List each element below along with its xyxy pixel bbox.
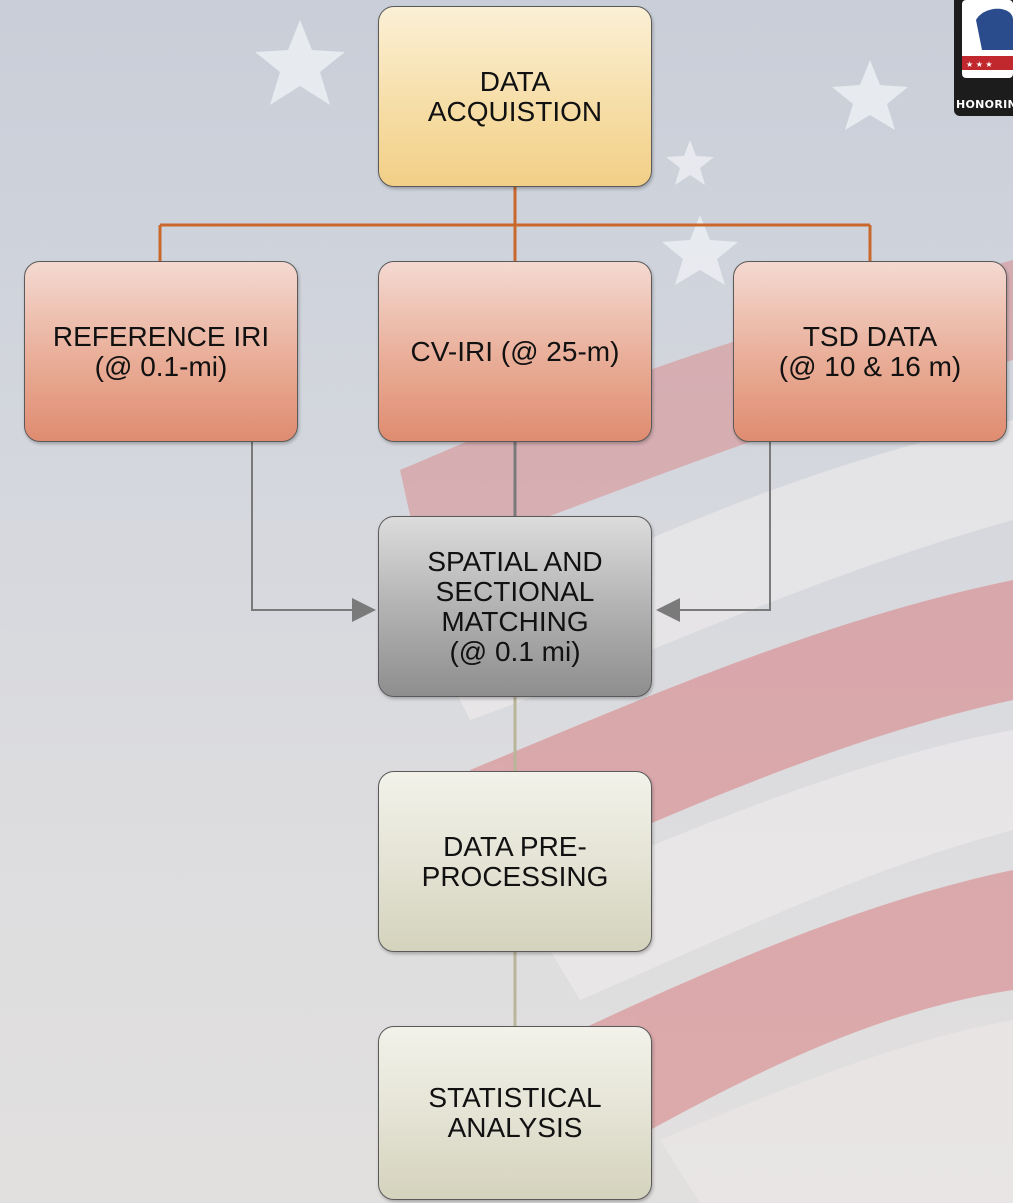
node-statistical-analysis: STATISTICAL ANALYSIS: [378, 1026, 652, 1200]
node-data-acquisition-label: DATA ACQUISTION: [427, 65, 603, 127]
node-tsd-data-label: TSD DATA (@ 10 & 16 m): [778, 320, 962, 382]
branch-connector: [158, 186, 872, 261]
node-reference-iri: REFERENCE IRI (@ 0.1-mi): [24, 261, 298, 442]
logo-badge: ★ ★ ★ HONORING: [954, 0, 1013, 116]
node-data-acquisition: DATA ACQUISTION: [378, 6, 652, 187]
arrow-connectors: [251, 442, 771, 622]
node-cv-iri: CV-IRI (@ 25-m): [378, 261, 652, 442]
node-spatial-matching: SPATIAL AND SECTIONAL MATCHING (@ 0.1 mi…: [378, 516, 652, 697]
star-decorations: [255, 20, 908, 285]
node-statistical-analysis-label: STATISTICAL ANALYSIS: [428, 1082, 602, 1143]
logo-graphic: ★ ★ ★: [962, 0, 1013, 78]
node-spatial-matching-label: SPATIAL AND SECTIONAL MATCHING (@ 0.1 mi…: [427, 545, 603, 667]
node-data-preprocessing-label: DATA PRE- PROCESSING: [421, 830, 609, 892]
logo-text: HONORING: [956, 98, 1013, 111]
node-data-preprocessing: DATA PRE- PROCESSING: [378, 771, 652, 952]
svg-text:★ ★ ★: ★ ★ ★: [966, 60, 993, 69]
node-cv-iri-label: CV-IRI (@ 25-m): [410, 335, 620, 367]
node-tsd-data: TSD DATA (@ 10 & 16 m): [733, 261, 1007, 442]
node-reference-iri-label: REFERENCE IRI (@ 0.1-mi): [52, 320, 270, 382]
